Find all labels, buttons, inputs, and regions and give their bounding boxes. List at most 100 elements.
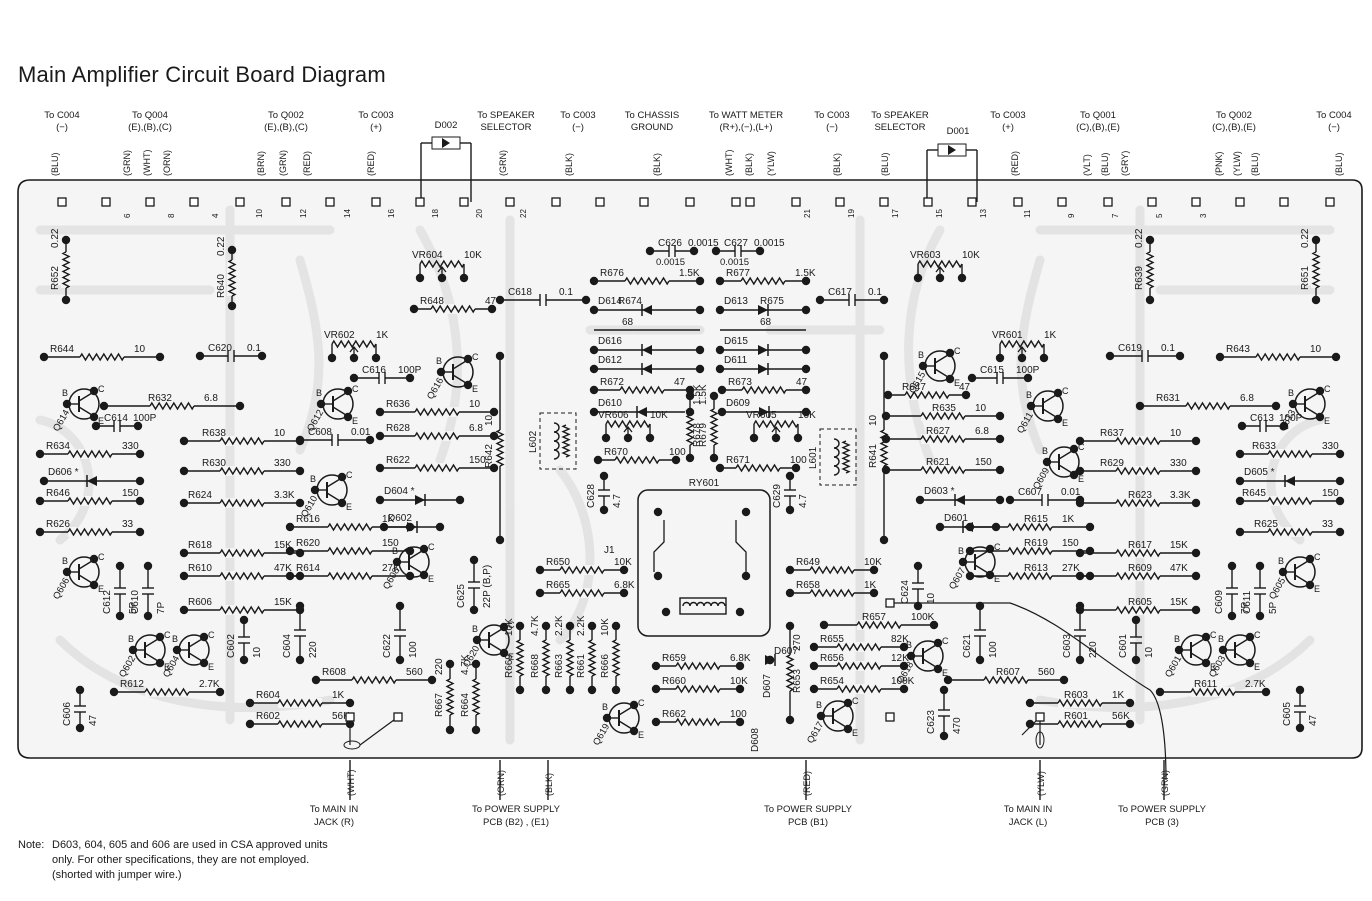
wire-color-label: (ORN) bbox=[496, 770, 506, 796]
solder-point bbox=[689, 246, 699, 256]
solder-point bbox=[1311, 295, 1321, 305]
resistor-symbol bbox=[983, 675, 1029, 685]
connection-label: PCB (B2) , (E1) bbox=[483, 817, 549, 828]
solder-point bbox=[541, 621, 551, 631]
solder-point bbox=[35, 527, 45, 537]
footnote: Note:D603, 604, 605 and 606 are used in … bbox=[18, 838, 328, 883]
solder-point bbox=[715, 276, 725, 286]
solder-point bbox=[599, 505, 609, 515]
diode-ref: D608 bbox=[750, 728, 761, 752]
solder-point bbox=[199, 658, 209, 668]
resistor-symbol bbox=[1255, 352, 1301, 362]
transistor-pin: B bbox=[310, 474, 316, 484]
resistor-value: 2.7K bbox=[199, 679, 220, 690]
resistor-value: 1K bbox=[382, 514, 395, 525]
connection-label: GROUND bbox=[631, 122, 673, 133]
solder-point bbox=[715, 345, 725, 355]
solder-point bbox=[975, 655, 985, 665]
solder-point bbox=[961, 390, 971, 400]
transistor-pin: C bbox=[638, 698, 645, 708]
solder-point bbox=[906, 651, 916, 661]
solder-point bbox=[809, 684, 819, 694]
resistor-ref: R604 bbox=[256, 690, 280, 701]
solder-point bbox=[1335, 496, 1345, 506]
wire-color-label: (WHT) bbox=[142, 150, 152, 177]
capacitor-value: 0.01 bbox=[351, 427, 371, 438]
relay-ref: RY601 bbox=[689, 478, 720, 489]
resistor-value: 47 bbox=[674, 377, 686, 388]
solder-point bbox=[1017, 353, 1027, 363]
resistor-symbol bbox=[1267, 449, 1313, 459]
solder-point bbox=[1279, 421, 1289, 431]
resistor-ref: R673 bbox=[728, 377, 752, 388]
resistor-ref: R645 bbox=[1242, 488, 1266, 499]
resistor-ref: R630 bbox=[202, 458, 226, 469]
solder-point bbox=[819, 620, 829, 630]
resistor-value: 330 bbox=[122, 441, 139, 452]
resistor-value: 27K bbox=[382, 563, 400, 574]
connection-label: To WATT METER bbox=[709, 110, 783, 121]
pad-number: 7 bbox=[1111, 213, 1120, 218]
resistor-value: 100K bbox=[891, 676, 915, 687]
solder-point bbox=[629, 700, 639, 710]
solder-point bbox=[939, 731, 949, 741]
solder-point bbox=[135, 496, 145, 506]
resistor-ref: R639 bbox=[1134, 266, 1145, 290]
solder-point bbox=[879, 295, 889, 305]
resistor-ref: R629 bbox=[1100, 458, 1124, 469]
solder-pad bbox=[505, 197, 515, 207]
resistor-symbol bbox=[61, 251, 71, 289]
resistor-symbol bbox=[1115, 436, 1161, 446]
capacitor-ref: C615 bbox=[980, 365, 1004, 376]
resistor-value: 330 bbox=[274, 458, 291, 469]
resistor-symbol bbox=[327, 546, 373, 556]
resistor-ref: R643 bbox=[1226, 344, 1250, 355]
resistor-symbol bbox=[624, 276, 670, 286]
diode-symbol bbox=[642, 345, 652, 355]
pad-number: 19 bbox=[847, 209, 856, 218]
trimmer-value: 1K bbox=[1044, 330, 1057, 341]
capacitor-value: 470 bbox=[952, 717, 963, 734]
solder-point bbox=[343, 412, 353, 422]
resistor-value: 6.8 bbox=[204, 393, 218, 404]
solder-pad bbox=[967, 197, 977, 207]
resistor-symbol bbox=[561, 424, 571, 458]
transistor-pin: B bbox=[1174, 634, 1180, 644]
wire-color-label: (VLT) bbox=[1082, 154, 1092, 176]
resistor-value: 0.22 bbox=[1134, 228, 1145, 248]
capacitor-ref: C618 bbox=[508, 287, 532, 298]
connection-label: To Q004 bbox=[132, 110, 168, 121]
resistor-ref: R608 bbox=[322, 667, 346, 678]
solder-point bbox=[295, 498, 305, 508]
solder-point bbox=[371, 353, 381, 363]
solder-point bbox=[1039, 353, 1049, 363]
capacitor-value: 100 bbox=[988, 641, 999, 658]
resistor-symbol bbox=[219, 466, 265, 476]
solder-point bbox=[918, 361, 928, 371]
resistor-symbol bbox=[1115, 498, 1161, 508]
connection-label: To SPEAKER bbox=[871, 110, 929, 121]
solder-pad bbox=[1147, 197, 1157, 207]
solder-point bbox=[975, 601, 985, 611]
wire-color-label: (BLK) bbox=[744, 153, 754, 176]
resistor-ref: R658 bbox=[796, 580, 820, 591]
connection-label: D001 bbox=[947, 126, 970, 137]
resistor-symbol bbox=[920, 411, 966, 421]
capacitor-ref: C612 bbox=[102, 590, 113, 614]
solder-point bbox=[227, 301, 237, 311]
wire-color-label: (ORN) bbox=[162, 150, 172, 176]
resistor-symbol bbox=[351, 675, 397, 685]
resistor-value: 4.7K bbox=[530, 615, 541, 636]
solder-point bbox=[661, 607, 671, 617]
resistor-value: 10 bbox=[274, 428, 286, 439]
solder-point bbox=[245, 719, 255, 729]
solder-point bbox=[1201, 632, 1211, 642]
solder-point bbox=[879, 351, 889, 361]
connection-label: (−) bbox=[572, 122, 584, 133]
resistor-symbol bbox=[675, 661, 721, 671]
solder-point bbox=[816, 711, 826, 721]
solder-point bbox=[815, 295, 825, 305]
capacitor-ref: C624 bbox=[900, 580, 911, 604]
resistor-symbol bbox=[856, 620, 902, 630]
capacitor-ref: C626 bbox=[658, 238, 682, 249]
